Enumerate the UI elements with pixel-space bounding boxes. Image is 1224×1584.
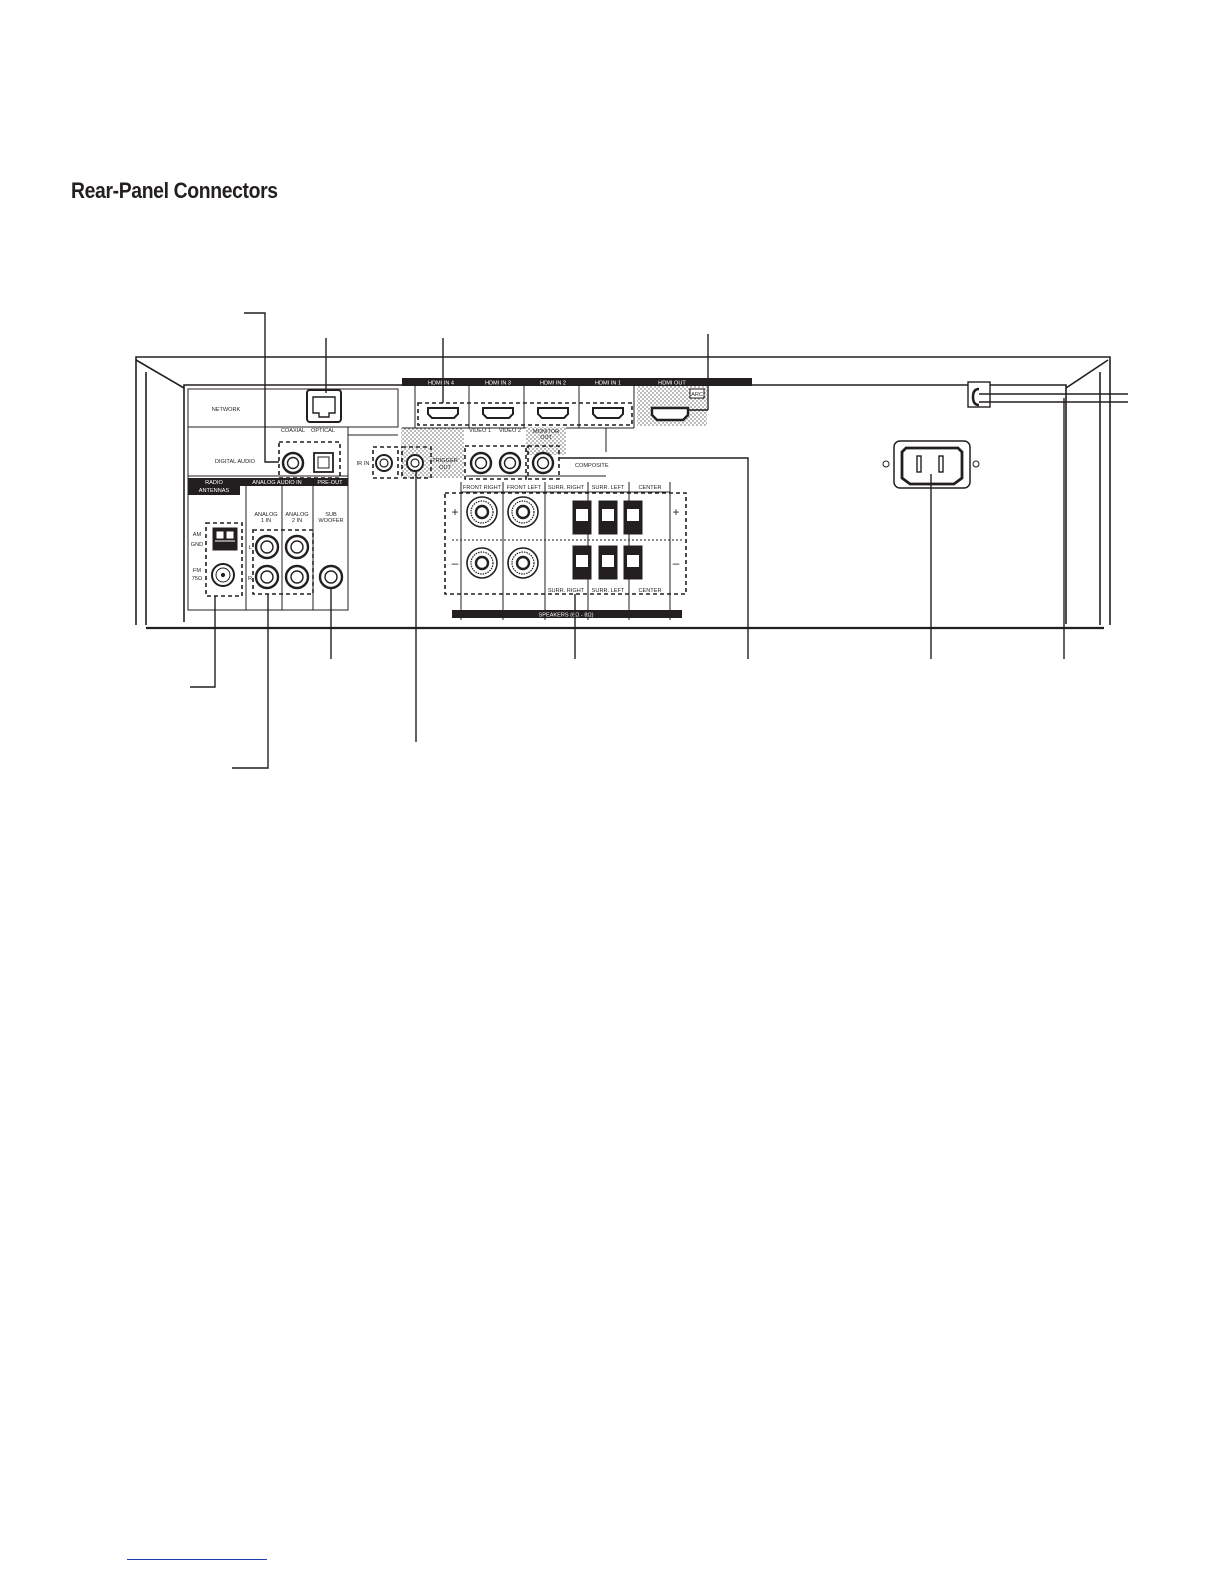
minus-right: – <box>673 556 680 570</box>
callout-leaders <box>190 312 1065 769</box>
monitor-out-label-2: OUT <box>540 435 552 441</box>
hdmi-out-label: HDMI OUT <box>658 381 686 387</box>
arc-label: ARC <box>691 392 703 398</box>
optical-label: OPTICAL <box>311 428 335 434</box>
page-heading: Rear-Panel Connectors <box>71 178 278 203</box>
ir-in-jack <box>375 454 393 472</box>
hdmi-in4-label: HDMI IN 4 <box>428 381 454 387</box>
spk-bottom-label-3: CENTER <box>639 588 662 594</box>
fm-label-2: 75Ω <box>192 576 202 582</box>
monitor-out-label-1: MONITOR <box>533 429 559 435</box>
plus-left: + <box>451 505 458 519</box>
composite-label: COMPOSITE <box>575 463 609 469</box>
analog1-label-1: ANALOG <box>254 512 277 518</box>
spring-clip-terminals <box>572 500 643 580</box>
radio-antennas-label-1: RADIO <box>205 480 223 486</box>
ir-in-label: IR IN <box>357 461 370 467</box>
subwoofer-label-1: SUB <box>325 512 337 518</box>
speaker-callout-box <box>444 492 687 595</box>
left-label-bars <box>188 478 348 495</box>
radio-antennas-label-2: ANTENNAS <box>199 488 230 494</box>
analog-in-callout-box <box>252 529 314 595</box>
hdmi-ports <box>427 406 690 422</box>
network-label: NETWORK <box>212 407 241 413</box>
trigger-out-jack <box>406 454 424 472</box>
trigger-out-label-1: TRIGGER <box>432 458 457 464</box>
optical-port <box>313 452 334 473</box>
fm-label-1: FM <box>193 568 201 574</box>
video1-label: VIDEO 1 <box>469 428 491 434</box>
fm-antenna-connector <box>211 563 235 587</box>
analog-jacks <box>254 534 310 590</box>
spk-top-label-1: FRONT RIGHT <box>463 485 502 491</box>
hdmi-label-bar <box>402 378 752 386</box>
network-port <box>306 389 342 423</box>
ac-power-inlet <box>882 440 980 489</box>
power-cord <box>967 381 1128 408</box>
spk-top-label-5: CENTER <box>639 485 662 491</box>
gnd-label: GND <box>191 542 203 548</box>
am-label: AM <box>193 532 202 538</box>
digital-audio-label: DIGITAL AUDIO <box>215 459 256 465</box>
spk-bottom-label-2: SURR. LEFT <box>592 588 625 594</box>
hdmi-in2-label: HDMI IN 2 <box>540 381 566 387</box>
binding-posts <box>466 496 539 579</box>
trigger-out-label-2: OUT <box>439 465 451 471</box>
subwoofer-jack <box>318 564 344 590</box>
speakers-label-bar <box>452 610 682 618</box>
left-channel-label: L <box>248 545 251 551</box>
hdmi-in1-label: HDMI IN 1 <box>595 381 621 387</box>
coaxial-label: COAXIAL <box>281 428 305 434</box>
spk-bottom-label-1: SURR. RIGHT <box>548 588 585 594</box>
subwoofer-label-2: WOOFER <box>318 518 343 524</box>
am-antenna-terminal <box>212 527 238 551</box>
composite-jacks <box>469 451 555 475</box>
spk-top-label-3: SURR. RIGHT <box>548 485 585 491</box>
minus-left: – <box>452 556 459 570</box>
analog2-label-1: ANALOG <box>285 512 308 518</box>
right-channel-label: R <box>248 576 252 582</box>
analog2-label-2: 2 IN <box>292 518 302 524</box>
monitor-out-callout-box <box>527 445 560 480</box>
analog-audio-in-label: ANALOG AUDIO IN <box>252 480 301 486</box>
spk-top-label-2: FRONT LEFT <box>507 485 542 491</box>
digital-audio-callout-box <box>278 441 341 479</box>
spk-top-label-4: SURR. LEFT <box>592 485 625 491</box>
coaxial-port <box>281 451 305 475</box>
plus-right: + <box>672 505 679 519</box>
speakers-label: SPEAKERS (6Ω - 8Ω) <box>539 613 594 619</box>
video2-label: VIDEO 2 <box>499 428 521 434</box>
analog1-label-2: 1 IN <box>261 518 271 524</box>
composite-in-callout-box <box>464 445 527 480</box>
antenna-callout-box <box>205 522 243 597</box>
hdmi-in-callout-box <box>417 402 633 426</box>
hdmi-in3-label: HDMI IN 3 <box>485 381 511 387</box>
pre-out-label: PRE-OUT <box>317 480 343 486</box>
footnote-rule <box>127 1559 267 1560</box>
